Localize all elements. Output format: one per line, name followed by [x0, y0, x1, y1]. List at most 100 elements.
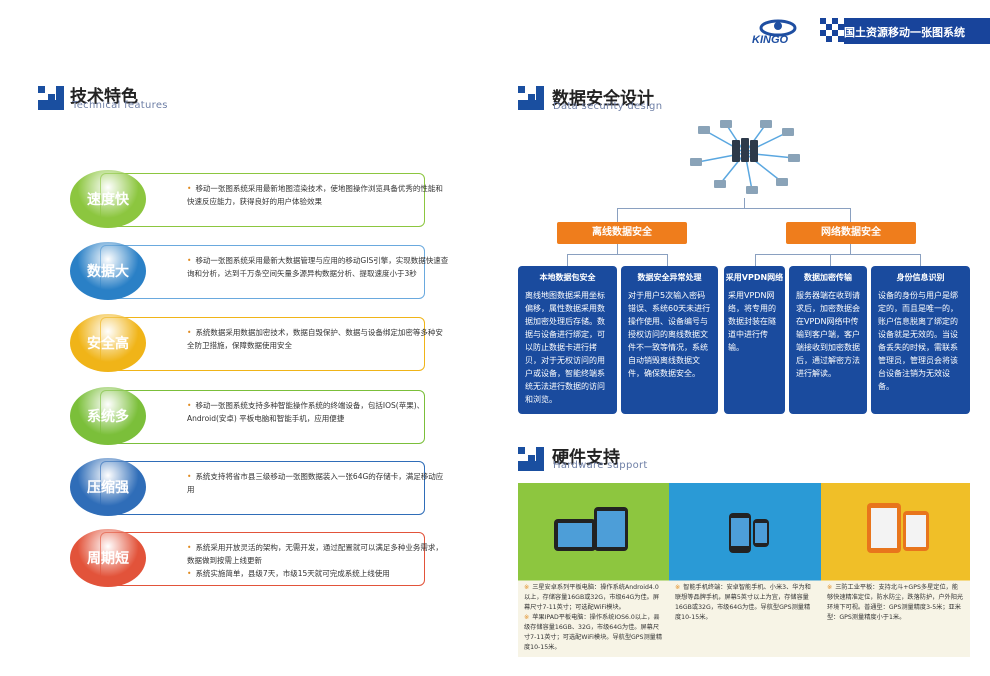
feature-line: •移动一张图系统支持多种智能操作系统的终端设备，包括IOS(苹果)、Androi… — [187, 399, 449, 425]
brand-bar: 国土资源移动一张图系统 — [820, 18, 990, 44]
section-mark-icon — [518, 447, 544, 471]
hardware-text: ※三防工业平板：支持北斗+GPS多星定位，能够快速精准定位，防水防尘，跌落防护，… — [827, 583, 964, 623]
ipad-icon — [594, 507, 628, 551]
feature-text: •移动一张图系统采用最新地图渲染技术，使地图操作浏览具备优秀的性能和快速反应能力… — [187, 182, 449, 208]
card-title: 数据加密传输 — [804, 273, 852, 282]
feature-row: •移动一张图系统采用最新地图渲染技术，使地图操作浏览具备优秀的性能和快速反应能力… — [70, 170, 443, 228]
feature-box: •系统数据采用数据加密技术，数据自毁保护、数据与设备绑定加密等多种安全防卫措施，… — [100, 317, 443, 371]
kingo-logo: KINGO — [752, 18, 804, 48]
connector-line — [850, 208, 851, 222]
bullet-icon: • — [187, 328, 192, 337]
network-diagram-icon — [690, 120, 800, 194]
bullet-icon: ※ — [675, 584, 681, 591]
card-body: 设备的身份与用户是绑定的，而且是唯一的，账户信息脱离了绑定的设备就是无效的。当设… — [878, 291, 958, 391]
card-body: 离线地图数据采用坐标偏移，属性数据采用数据加密处理后存储。数据与设备进行绑定，可… — [525, 291, 605, 404]
bullet-icon: ※ — [524, 584, 530, 591]
tech-title: 技术特色 — [70, 87, 138, 107]
bullet-icon: ※ — [524, 614, 530, 621]
feature-box: •系统支持将省市县三级移动一张图数据装入一张64G的存储卡，满足移动应用 — [100, 461, 443, 515]
feature-line: •移动一张图系统采用最新地图渲染技术，使地图操作浏览具备优秀的性能和快速反应能力… — [187, 182, 449, 208]
connector-line — [920, 254, 921, 266]
feature-row: •系统支持将省市县三级移动一张图数据装入一张64G的存储卡，满足移动应用压缩强 — [70, 458, 443, 516]
hardware-line-text: 三星安卓系列平板电脑：操作系统Android4.0以上，存储容量16GB或32G… — [524, 584, 660, 611]
connector-line — [617, 208, 851, 209]
card-title: 数据安全异常处理 — [637, 273, 702, 282]
card-body: 对于用户5次输入密码错误、系统60天未进行操作使用、设备编号与授权访问的离线数据… — [628, 291, 711, 378]
connector-line — [850, 244, 851, 254]
hardware-line: ※三星安卓系列平板电脑：操作系统Android4.0以上，存储容量16GB或32… — [524, 583, 663, 613]
feature-line: •系统采用开放灵活的架构，无需开发，通过配置就可以满足多种业务需求，数据做到按需… — [187, 541, 449, 567]
feature-badge: 压缩强 — [70, 458, 146, 516]
feature-label: 周期短 — [87, 551, 129, 567]
offline-security-label: 离线数据安全 — [557, 222, 687, 244]
feature-line-text: 系统采用开放灵活的架构，无需开发，通过配置就可以满足多种业务需求，数据做到按需上… — [187, 543, 443, 565]
feature-line-text: 系统支持将省市县三级移动一张图数据装入一张64G的存储卡，满足移动应用 — [187, 472, 444, 494]
security-title: 数据安全设计 — [552, 89, 654, 109]
bullet-icon: • — [187, 472, 192, 481]
feature-text: •移动一张图系统支持多种智能操作系统的终端设备，包括IOS(苹果)、Androi… — [187, 399, 449, 425]
security-card: 采用VPDN网络 采用VPDN网络，将专用的数据封装在隧道中进行传输。 — [724, 266, 785, 414]
connector-line — [617, 244, 618, 254]
feature-badge: 安全高 — [70, 314, 146, 372]
feature-line: •系统数据采用数据加密技术，数据自毁保护、数据与设备绑定加密等多种安全防卫措施，… — [187, 326, 449, 352]
phone-icon — [753, 519, 769, 547]
feature-line-text: 移动一张图系统采用最新大数据管理与应用的移动GIS引擎，实现数据快速查询和分析，… — [187, 256, 449, 278]
connector-line — [567, 254, 568, 266]
hardware-panel: ※三星安卓系列平板电脑：操作系统Android4.0以上，存储容量16GB或32… — [518, 483, 669, 657]
bullet-icon: • — [187, 543, 192, 552]
connector-line — [567, 254, 667, 255]
feature-box: •系统采用开放灵活的架构，无需开发，通过配置就可以满足多种业务需求，数据做到按需… — [100, 532, 443, 586]
section-mark-icon — [518, 86, 544, 110]
security-subtitle: Data security design — [553, 101, 663, 112]
feature-box: •移动一张图系统采用最新大数据管理与应用的移动GIS引擎，实现数据快速查询和分析… — [100, 245, 448, 299]
card-body: 服务器端在收到请求后，加密数据会在VPDN网络中传输到客户端，客户端接收到加密数… — [796, 291, 860, 378]
feature-label: 系统多 — [87, 409, 129, 425]
security-card: 数据加密传输 服务器端在收到请求后，加密数据会在VPDN网络中传输到客户端，客户… — [789, 266, 867, 414]
hardware-panel: ※三防工业平板：支持北斗+GPS多星定位，能够快速精准定位，防水防尘，跌落防护，… — [821, 483, 970, 657]
connector-line — [755, 254, 756, 266]
hardware-line-text: 三防工业平板：支持北斗+GPS多星定位，能够快速精准定位，防水防尘，跌落防护，户… — [827, 584, 964, 621]
hardware-title: 硬件支持 — [552, 448, 620, 468]
feature-line-text: 系统实施简单，县级7天，市级15天就可完成系统上线使用 — [195, 569, 390, 578]
feature-label: 安全高 — [87, 336, 129, 352]
security-card: 数据安全异常处理 对于用户5次输入密码错误、系统60天未进行操作使用、设备编号与… — [621, 266, 718, 414]
feature-text: •系统数据采用数据加密技术，数据自毁保护、数据与设备绑定加密等多种安全防卫措施，… — [187, 326, 449, 352]
hardware-line: ※苹果IPAD平板电脑：操作系统IOS6.0以上，县级存储容量16GB、32G，… — [524, 613, 663, 653]
bullet-icon: • — [187, 401, 192, 410]
bullet-icon: • — [187, 256, 192, 265]
bullet-icon: • — [187, 569, 192, 578]
hardware-text: ※智能手机终端：安卓智能手机、小米3、华为和联想等品牌手机，屏幕5英寸以上为宜，… — [675, 583, 815, 623]
bullet-icon: ※ — [827, 584, 833, 591]
feature-label: 速度快 — [87, 192, 129, 208]
network-security-label: 网络数据安全 — [786, 222, 916, 244]
card-title: 身份信息识别 — [896, 273, 945, 282]
rugged-tablet-icon — [903, 511, 929, 551]
feature-row: •移动一张图系统采用最新大数据管理与应用的移动GIS引擎，实现数据快速查询和分析… — [70, 242, 448, 300]
feature-label: 数据大 — [87, 264, 129, 280]
feature-badge: 周期短 — [70, 529, 146, 587]
feature-text: •移动一张图系统采用最新大数据管理与应用的移动GIS引擎，实现数据快速查询和分析… — [187, 254, 449, 280]
connector-line — [744, 198, 745, 208]
connector-line — [830, 254, 831, 266]
feature-badge: 系统多 — [70, 387, 146, 445]
connector-line — [755, 254, 921, 255]
hardware-line-text: 智能手机终端：安卓智能手机、小米3、华为和联想等品牌手机，屏幕5英寸以上为宜，存… — [675, 584, 811, 621]
hardware-line: ※智能手机终端：安卓智能手机、小米3、华为和联想等品牌手机，屏幕5英寸以上为宜，… — [675, 583, 815, 623]
feature-row: •移动一张图系统支持多种智能操作系统的终端设备，包括IOS(苹果)、Androi… — [70, 387, 425, 445]
hardware-panel: ※智能手机终端：安卓智能手机、小米3、华为和联想等品牌手机，屏幕5英寸以上为宜，… — [669, 483, 821, 657]
feature-line: •系统实施简单，县级7天，市级15天就可完成系统上线使用 — [187, 567, 449, 580]
feature-row: •系统采用开放灵活的架构，无需开发，通过配置就可以满足多种业务需求，数据做到按需… — [70, 529, 443, 587]
feature-line-text: 移动一张图系统采用最新地图渲染技术，使地图操作浏览具备优秀的性能和快速反应能力，… — [187, 184, 443, 206]
tablet-icon — [554, 519, 596, 551]
system-title: 国土资源移动一张图系统 — [844, 26, 965, 39]
card-title: 本地数据包安全 — [539, 273, 596, 282]
security-card: 身份信息识别 设备的身份与用户是绑定的，而且是唯一的，账户信息脱离了绑定的设备就… — [871, 266, 970, 414]
hardware-line: ※三防工业平板：支持北斗+GPS多星定位，能够快速精准定位，防水防尘，跌落防护，… — [827, 583, 964, 623]
tech-subtitle: Technical features — [72, 100, 168, 111]
rugged-tablet-icon — [867, 503, 901, 553]
card-title: 采用VPDN网络 — [725, 273, 784, 282]
feature-text: •系统采用开放灵活的架构，无需开发，通过配置就可以满足多种业务需求，数据做到按需… — [187, 541, 449, 580]
hardware-line-text: 苹果IPAD平板电脑：操作系统IOS6.0以上，县级存储容量16GB、32G，市… — [524, 614, 663, 651]
feature-line: •移动一张图系统采用最新大数据管理与应用的移动GIS引擎，实现数据快速查询和分析… — [187, 254, 449, 280]
feature-label: 压缩强 — [87, 480, 129, 496]
